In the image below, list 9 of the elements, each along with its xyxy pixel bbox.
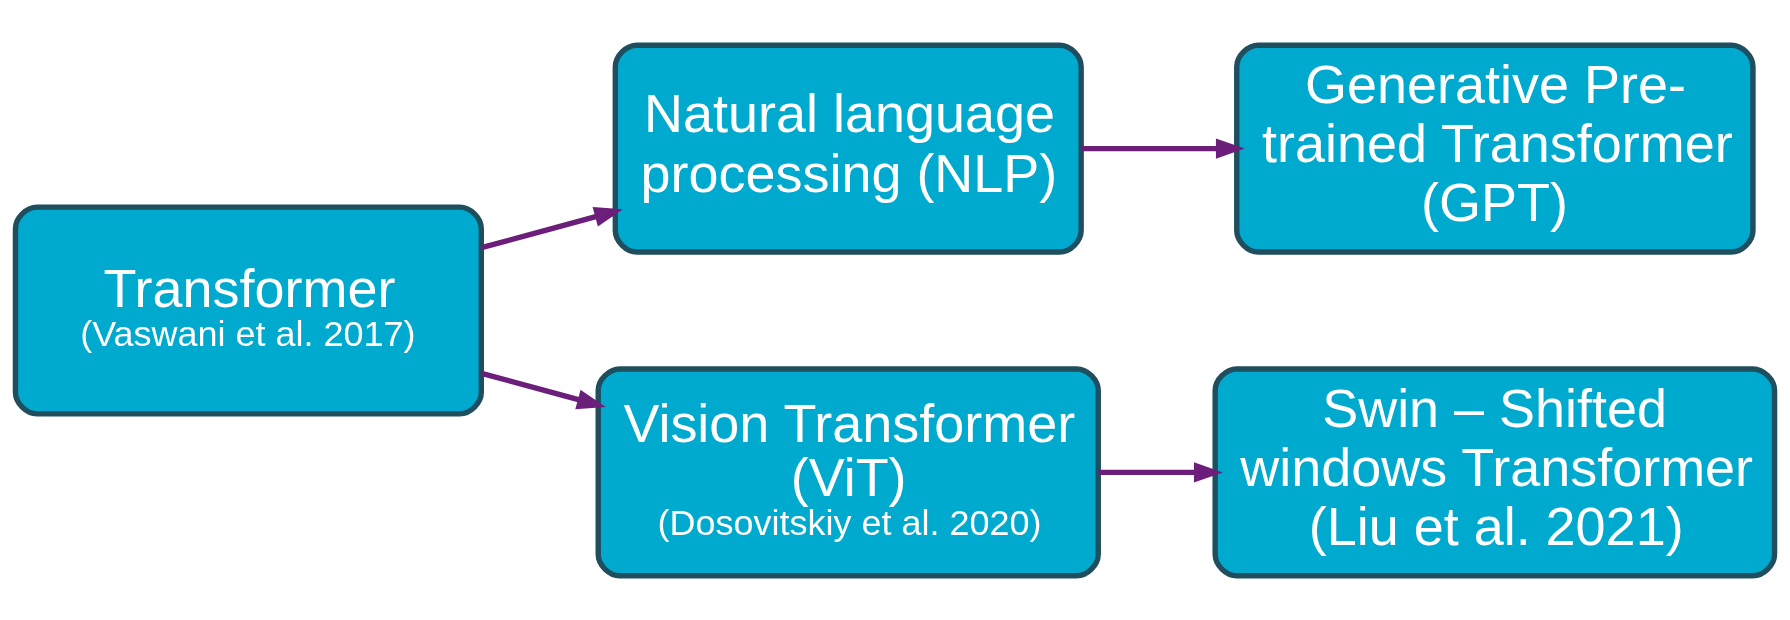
arrow <box>1098 461 1223 482</box>
node-box: Natural language processing (NLP) <box>612 42 1084 255</box>
node-box: Swin – Shifted windows Transformer (Liu et al. 2021) <box>1212 365 1778 578</box>
node-box: Transformer (Vaswani et al. 2017) <box>12 203 484 417</box>
arrow <box>1081 138 1245 159</box>
arrow <box>480 206 624 250</box>
node-box: Vision Transformer (ViT) (Dosovitskiy et al. 2020) <box>595 365 1101 578</box>
node-box: Generative Pre-trained Transformer (GPT) <box>1234 42 1756 255</box>
arrow <box>480 370 606 409</box>
